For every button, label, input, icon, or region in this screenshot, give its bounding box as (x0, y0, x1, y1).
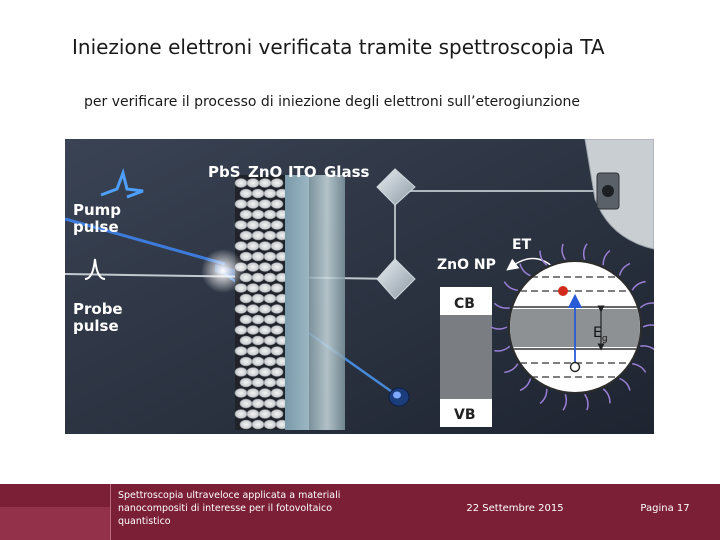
layer-label-ito: ITO (288, 163, 317, 181)
slide-title: Iniezione elettroni verificata tramite s… (72, 34, 632, 61)
pbs-zno-layer (235, 175, 288, 430)
footer-description: Spettroscopia ultraveloce applicata a ma… (118, 489, 378, 528)
footer-accent-strip (0, 507, 110, 540)
footer-date: 22 Settembre 2015 (440, 503, 590, 514)
et-label: ET (512, 237, 532, 253)
slide-subtitle: per verificare il processo di iniezione … (84, 94, 580, 110)
ta-spectroscopy-figure: PbS ZnO ITO Glass Pump pulse Probe pulse (65, 139, 654, 434)
footer-divider (110, 484, 111, 540)
layer-label-pbs: PbS (208, 163, 241, 181)
cb-label: CB (454, 296, 475, 312)
ito-layer (285, 175, 309, 430)
electron-dot (558, 286, 568, 296)
layer-label-zno: ZnO (248, 163, 282, 181)
vb-label: VB (454, 407, 476, 423)
pump-label: Pump pulse (73, 201, 126, 236)
glass-layer (309, 175, 345, 430)
beam-dump (389, 388, 409, 406)
footer-page-number: Pagina 17 (620, 503, 710, 514)
layer-label-glass: Glass (324, 163, 370, 181)
hole-dot (571, 363, 580, 372)
zno-np-label: ZnO NP (437, 257, 496, 273)
